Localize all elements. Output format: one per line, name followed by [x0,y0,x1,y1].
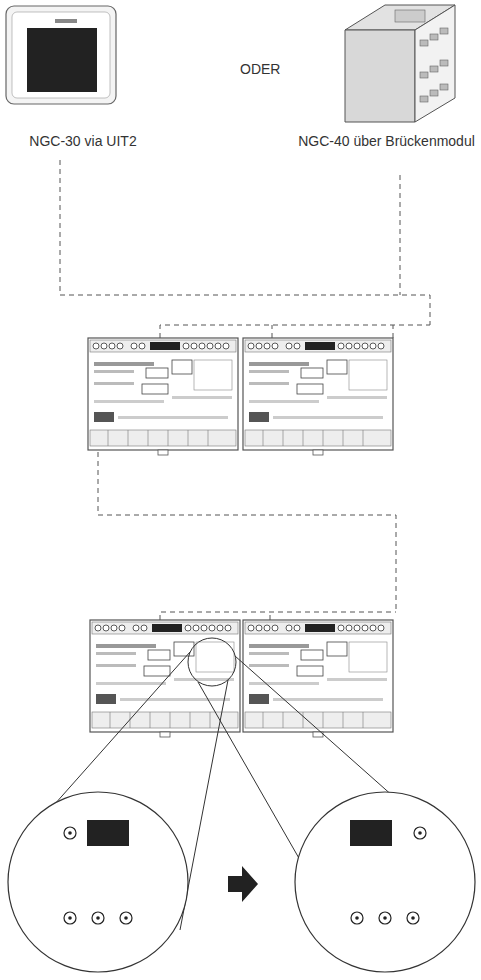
caption-text: NGC-40 über Brückenmodul [298,133,475,150]
device-caption: NGC-30 via UIT2 [3,4,163,150]
device-caption: NGC-40 über Brückenmodul [295,4,478,150]
caption-text: NGC-30 via UIT2 [29,133,136,150]
label-text: ODER [240,61,280,78]
